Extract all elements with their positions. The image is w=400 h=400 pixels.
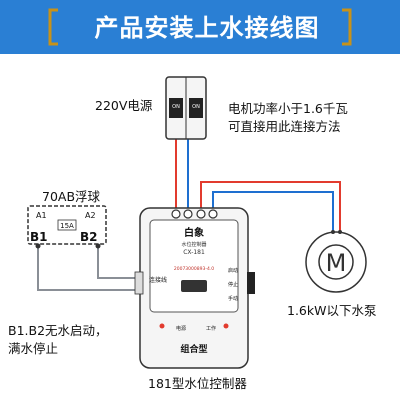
- controller-terminal-3: [196, 209, 206, 219]
- float-terminal-b2-dot: [95, 243, 101, 249]
- wire-float-b1: [37, 246, 135, 291]
- controller-bottom-label: 组合型: [180, 343, 207, 355]
- header-background: [0, 0, 400, 54]
- controller-logo: [181, 280, 207, 292]
- controller-label: 181型水位控制器: [148, 376, 247, 391]
- controller-label-stop: 停止: [228, 281, 238, 288]
- header-left-bracket: [48, 8, 58, 46]
- controller-side-label: 连接线: [149, 276, 167, 284]
- controller-work-indicator: [223, 323, 229, 329]
- breaker-switch-right-label: ON: [192, 104, 200, 110]
- controller-serial: 20073000893-4.0: [174, 266, 214, 272]
- float-terminal-b1: B1: [30, 230, 48, 244]
- controller-model: CX-181: [183, 249, 205, 256]
- water-pump: M: [305, 230, 367, 293]
- float-rating-box: [57, 219, 77, 231]
- float-note-line1: B1.B2无水启动，: [8, 323, 108, 338]
- float-note-line2: 满水停止: [8, 341, 59, 356]
- motor-note-line2: 可直接用此连接方法: [228, 119, 341, 134]
- float-terminal-a1: A1: [36, 211, 47, 220]
- wire-float-b2: [97, 246, 135, 279]
- pump-terminal-blue: [331, 230, 335, 234]
- circuit-breaker: ON ON: [165, 76, 207, 140]
- float-terminal-b2: B2: [80, 230, 98, 244]
- controller-subtitle: 水位控制器: [181, 241, 206, 248]
- breaker-label: 220V电源: [95, 98, 153, 113]
- pump-terminal-red: [338, 230, 342, 234]
- wire-pump-red: [200, 181, 341, 232]
- pump-motor-symbol: M: [326, 249, 347, 277]
- controller-panel: [149, 219, 239, 313]
- motor-note-line1: 电机功率小于1.6千瓦: [228, 101, 348, 116]
- float-switch-label: 70AB浮球: [42, 189, 101, 204]
- controller-side-connector: [134, 271, 144, 295]
- pump-label: 1.6kW以下水泵: [287, 303, 377, 318]
- controller-brand: 白象: [184, 226, 204, 239]
- header-frame: [0, 0, 400, 54]
- float-terminal-a2: A2: [85, 211, 96, 220]
- controller-work-label: 工作: [206, 325, 216, 332]
- controller-label-start: 启动: [228, 267, 238, 274]
- breaker-switch-right: [189, 98, 203, 118]
- header-banner: 产品安装上水接线图: [0, 0, 400, 54]
- header-right-bracket: [342, 8, 352, 46]
- controller-knob: [247, 272, 255, 294]
- wire-pump-blue: [212, 191, 334, 232]
- breaker-switch-left-label: ON: [172, 104, 180, 110]
- controller-terminal-2: [183, 209, 193, 219]
- water-level-controller: 白象 水位控制器 CX-181 20073000893-4.0 连接线 启动 停…: [134, 207, 255, 369]
- controller-terminal-1: [171, 209, 181, 219]
- float-terminal-b1-dot: [35, 243, 41, 249]
- pump-inner-ring: [318, 244, 354, 280]
- page-title: 产品安装上水接线图: [94, 14, 320, 42]
- controller-terminal-4: [208, 209, 218, 219]
- breaker-switch-left: [169, 98, 183, 118]
- controller-power-label: 电源: [176, 325, 186, 332]
- controller-label-manual: 手动: [228, 295, 238, 302]
- controller-power-indicator: [159, 323, 165, 329]
- float-rating: 15A: [60, 222, 74, 230]
- float-switch: A1 A2 15A B1 B2: [27, 205, 107, 249]
